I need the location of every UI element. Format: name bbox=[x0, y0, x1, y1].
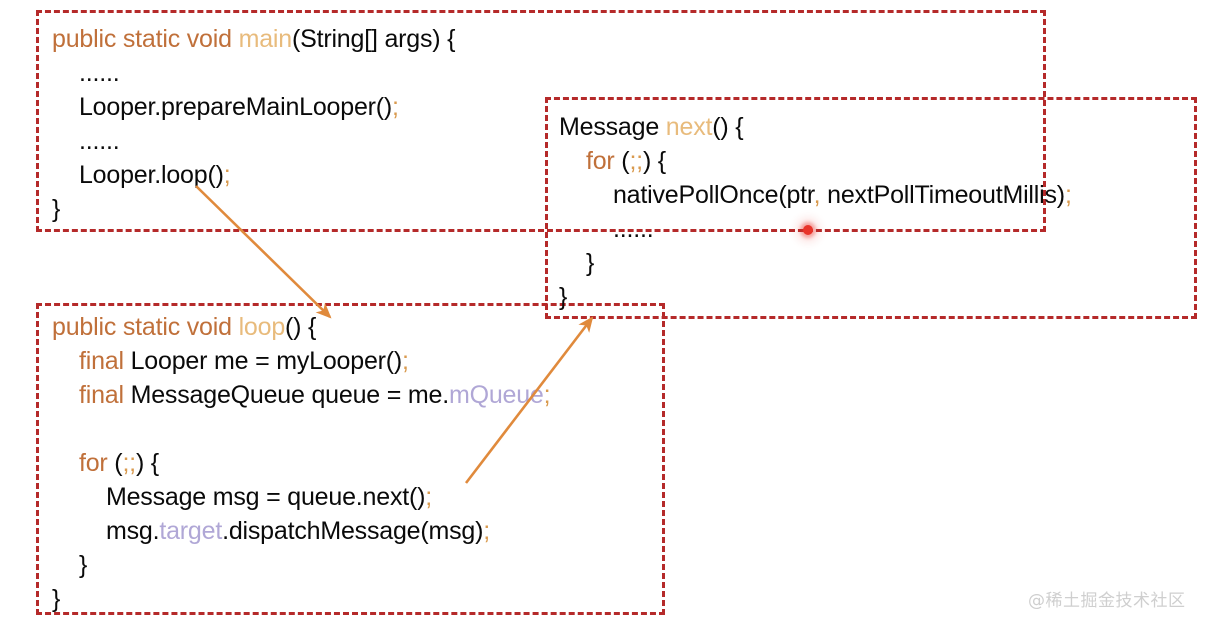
code-token: msg. bbox=[52, 517, 160, 545]
code-line: final MessageQueue queue = me.mQueue; bbox=[52, 378, 551, 412]
code-line: } bbox=[559, 246, 1072, 280]
code-token: () { bbox=[285, 313, 317, 341]
code-token bbox=[559, 147, 586, 175]
code-token: ; bbox=[402, 347, 409, 375]
code-token: } bbox=[559, 283, 568, 311]
code-token: ;; bbox=[629, 147, 643, 175]
code-token: } bbox=[52, 585, 61, 613]
code-token: ...... bbox=[52, 127, 120, 155]
code-token: for bbox=[78, 449, 108, 477]
code-token: } bbox=[559, 249, 595, 277]
code-token: ; bbox=[223, 161, 231, 189]
code-line: public static void loop() { bbox=[52, 310, 550, 344]
code-token: ; bbox=[543, 381, 551, 409]
code-token: Message msg = queue.next() bbox=[52, 483, 426, 511]
code-token: public static void bbox=[52, 313, 239, 341]
code-line: } bbox=[559, 280, 1072, 314]
code-token: Looper me = myLooper() bbox=[123, 347, 403, 375]
code-token: ; bbox=[425, 483, 432, 511]
code-token: ; bbox=[392, 93, 399, 121]
code-token: } bbox=[52, 551, 88, 579]
code-token: Looper.prepareMainLooper() bbox=[52, 93, 393, 121]
code-token: ( bbox=[614, 147, 630, 175]
code-token: nextPollTimeoutMillis) bbox=[820, 181, 1065, 209]
code-token: ...... bbox=[52, 59, 120, 87]
code-token: mQueue bbox=[448, 381, 544, 409]
code-line: Looper.loop(); bbox=[52, 158, 455, 192]
code-token: target bbox=[159, 517, 223, 545]
loop-method-code: public static void loop() { final Looper… bbox=[52, 310, 551, 616]
code-token: Message bbox=[559, 113, 666, 141]
code-line: msg.target.dispatchMessage(msg); bbox=[52, 514, 550, 548]
code-line: ...... bbox=[52, 124, 455, 158]
code-line: for (;;) { bbox=[559, 144, 1072, 178]
watermark-text: @稀土掘金技术社区 bbox=[1028, 591, 1186, 611]
red-dot-marker bbox=[803, 225, 813, 235]
code-line: for (;;) { bbox=[52, 446, 550, 480]
code-token: (String[] args) { bbox=[291, 25, 456, 53]
code-token: ) { bbox=[135, 449, 159, 477]
code-token: () { bbox=[712, 113, 744, 141]
code-line bbox=[52, 412, 550, 446]
code-line: } bbox=[52, 582, 550, 616]
main-method-code: public static void main(String[] args) {… bbox=[52, 22, 455, 226]
code-token: MessageQueue queue = me. bbox=[123, 381, 450, 409]
code-token: .dispatchMessage(msg) bbox=[222, 517, 484, 545]
code-line: nativePollOnce(ptr, nextPollTimeoutMilli… bbox=[559, 178, 1072, 212]
code-token: for bbox=[585, 147, 615, 175]
code-token: loop bbox=[238, 313, 286, 341]
code-line: } bbox=[52, 548, 550, 582]
code-token: public static void bbox=[52, 25, 239, 53]
code-token bbox=[52, 381, 79, 409]
code-token: nativePollOnce(ptr bbox=[559, 181, 814, 209]
code-line: Message msg = queue.next(); bbox=[52, 480, 550, 514]
code-token: } bbox=[52, 195, 61, 223]
code-token: , bbox=[813, 181, 821, 209]
code-line: final Looper me = myLooper(); bbox=[52, 344, 550, 378]
code-line: Looper.prepareMainLooper(); bbox=[52, 90, 455, 124]
code-token: ) { bbox=[642, 147, 666, 175]
code-token: final bbox=[78, 347, 124, 375]
code-token bbox=[52, 347, 79, 375]
code-token: Looper.loop() bbox=[52, 161, 224, 189]
next-method-code: Message next() { for (;;) { nativePollOn… bbox=[559, 110, 1072, 314]
code-token: ; bbox=[1064, 181, 1072, 209]
code-token: ( bbox=[107, 449, 123, 477]
code-token: main bbox=[238, 25, 293, 53]
code-token: ...... bbox=[559, 215, 654, 243]
code-line: Message next() { bbox=[559, 110, 1072, 144]
code-token: ;; bbox=[122, 449, 136, 477]
loop-method-box bbox=[36, 303, 665, 615]
code-line: ...... bbox=[559, 212, 1072, 246]
next-method-box bbox=[545, 97, 1197, 319]
code-line: public static void main(String[] args) { bbox=[52, 22, 455, 56]
code-token: next bbox=[665, 113, 713, 141]
code-line: } bbox=[52, 192, 455, 226]
main-method-box bbox=[36, 10, 1046, 232]
code-token: ; bbox=[483, 517, 491, 545]
code-token bbox=[52, 449, 79, 477]
code-line: ...... bbox=[52, 56, 455, 90]
code-token: final bbox=[78, 381, 124, 409]
